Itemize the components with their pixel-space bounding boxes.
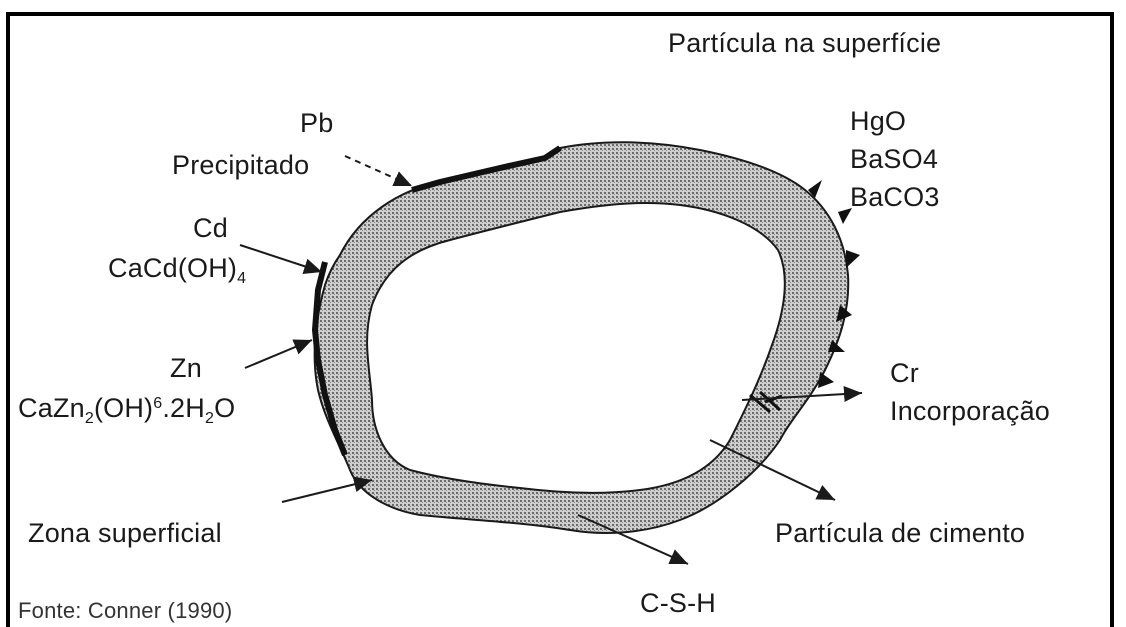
zone-arrow [282, 480, 372, 502]
csh-label: C-S-H [640, 590, 716, 617]
cd-label: Cd [193, 215, 228, 242]
incorporation-label: Incorporação [890, 398, 1050, 425]
cr-label: Cr [890, 360, 919, 387]
precipitated-label: Precipitado [172, 152, 309, 179]
surface-zone-label: Zona superficial [28, 520, 222, 547]
cd-arrow [240, 245, 322, 272]
pb-arrow [345, 156, 412, 186]
surface-particle-label: Partícula na superfície [668, 30, 941, 57]
zn-label: Zn [170, 355, 202, 382]
cazn-formula: CaZn2(OH)6.2H2O [18, 395, 235, 427]
cacd-formula: CaCd(OH)4 [108, 255, 246, 287]
baco3-label: BaCO3 [850, 184, 940, 211]
hgo-label: HgO [850, 108, 906, 135]
hydration-ring [315, 142, 849, 533]
source-caption: Fonte: Conner (1990) [18, 600, 232, 622]
cement-particle-label: Partícula de cimento [775, 520, 1025, 547]
pb-label: Pb [300, 110, 333, 137]
zn-arrow [245, 340, 312, 368]
baso4-label: BaSO4 [850, 146, 938, 173]
